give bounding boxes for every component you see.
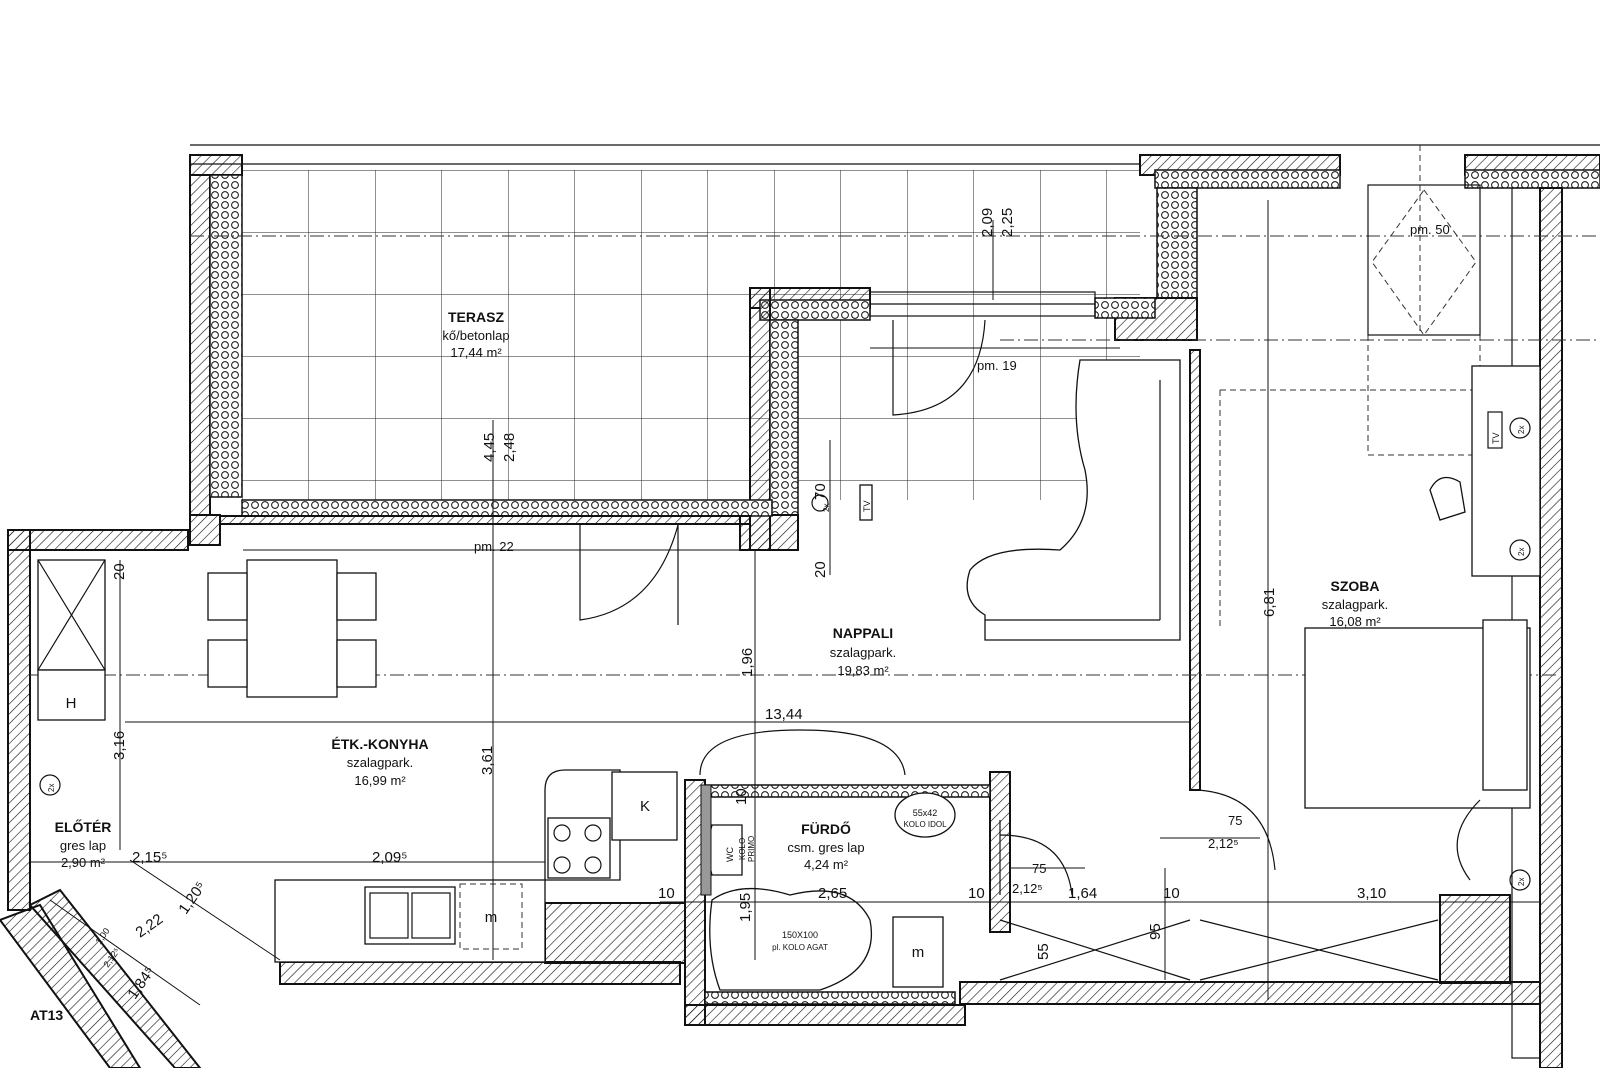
room-area: 4,24 m² (804, 857, 849, 872)
cabinet-label: H (66, 695, 77, 712)
dim-195: 1,95 (737, 893, 754, 922)
dim-1344: 13,44 (765, 706, 803, 723)
room-surface: kő/betonlap (442, 328, 509, 343)
dim-2125c: 2,12⁵ (1208, 836, 1239, 851)
basin-model: KOLO IDOL (903, 820, 947, 829)
room-name: NAPPALI (833, 625, 893, 641)
room-name: SZOBA (1331, 578, 1380, 594)
room-name: ÉTK.-KONYHA (331, 736, 428, 752)
dim-10b: 10 (968, 885, 985, 902)
unit-label: AT13 (30, 1007, 63, 1023)
room-name: TERASZ (448, 309, 504, 325)
dim-2125b: 2,12⁵ (1012, 881, 1043, 896)
doors (579, 184, 1481, 981)
room-name: ELŐTÉR (55, 818, 112, 835)
fridge-label: K (640, 798, 650, 815)
outlet-label: 2x (822, 504, 831, 512)
dim-316: 3,16 (111, 731, 128, 760)
dim-20b: 20 (111, 563, 128, 580)
bathtub-size: 150X100 (782, 930, 818, 940)
dim-2155: 2,15⁵ (132, 849, 167, 866)
room-bedroom: SZOBA szalagpark. 16,08 m² (1322, 578, 1388, 629)
room-terrace: TERASZ kő/betonlap 17,44 m² (442, 309, 509, 360)
room-bath: FÜRDŐ csm. gres lap 4,24 m² (787, 820, 864, 872)
dim-100: 1,00 (93, 926, 111, 946)
room-surface: csm. gres lap (787, 840, 864, 855)
wc-label: WC (725, 847, 735, 862)
room-hall: ELŐTÉR gres lap 2,90 m² (55, 818, 112, 870)
dimension-labels: 2,09 2,25 4,45 2,48 pm. 19 pm. 22 pm. 50… (93, 208, 1449, 1002)
walls (0, 154, 1600, 1068)
dim-361: 3,61 (479, 746, 496, 775)
outlet-label: 2x (1517, 548, 1526, 556)
tv-label-living: TV (862, 500, 872, 512)
room-surface: szalagpark. (347, 755, 413, 770)
tv-label-bedroom: TV (1491, 432, 1501, 444)
outlet-label: 2x (47, 784, 56, 792)
outlet-markers: 2x 2x 2x 2x 2x (39, 417, 1531, 891)
dim-10a: 10 (658, 885, 675, 902)
dim-pm50: pm. 50 (1410, 222, 1450, 237)
dim-209: 2,09 (979, 208, 996, 237)
outlet-label: 2x (1517, 426, 1526, 434)
room-area: 16,08 m² (1329, 614, 1381, 629)
dim-95: 95 (1147, 923, 1164, 940)
room-kitchen: ÉTK.-KONYHA szalagpark. 16,99 m² (331, 736, 428, 788)
room-area: 16,99 m² (354, 773, 406, 788)
room-area: 2,90 m² (61, 855, 106, 870)
room-surface: gres lap (60, 838, 106, 853)
dim-75a: 75 (1032, 861, 1046, 876)
dim-225: 2,25 (999, 208, 1016, 237)
room-surface: szalagpark. (1322, 597, 1388, 612)
dim-248: 2,48 (501, 433, 518, 462)
furniture: H K m TV TV WC KOLO PRIMO (37, 359, 1541, 991)
dim-222: 2,22 (133, 911, 167, 942)
terrace-area (190, 144, 1600, 500)
room-name: FÜRDŐ (801, 820, 851, 837)
dim-55: 55 (1035, 943, 1052, 960)
dim-75b: 75 (1228, 813, 1242, 828)
dim-1205: 1,20⁵ (175, 879, 209, 918)
outlet-label: 2x (1517, 878, 1526, 886)
dim-2095: 2,09⁵ (372, 849, 407, 866)
dim-10c: 10 (1163, 885, 1180, 902)
room-living: NAPPALI szalagpark. 19,83 m² (830, 625, 896, 678)
dim-681: 6,81 (1261, 588, 1278, 617)
dimension-lines (30, 200, 1540, 1006)
dim-310: 3,10 (1357, 885, 1386, 902)
dim-445: 4,45 (481, 433, 498, 462)
basin-size: 55x42 (913, 808, 938, 818)
room-area: 17,44 m² (450, 345, 502, 360)
dim-pm19: pm. 19 (977, 358, 1017, 373)
wc-model: PRIMO (747, 836, 756, 862)
wc-brand: KOLO (738, 838, 747, 860)
washer-label: m (912, 944, 925, 961)
room-surface: szalagpark. (830, 645, 896, 660)
dim-265: 2,65 (818, 885, 847, 902)
bathtub-model: pl. KOLO AGAT (772, 943, 828, 952)
dim-196: 1,96 (739, 648, 756, 677)
dim-164: 1,64 (1068, 885, 1097, 902)
dim-10d: 10 (733, 788, 750, 805)
room-area: 19,83 m² (837, 663, 889, 678)
dim-pm22: pm. 22 (474, 539, 514, 554)
appliance-label: m (485, 909, 498, 926)
dim-20a: 20 (812, 561, 829, 578)
